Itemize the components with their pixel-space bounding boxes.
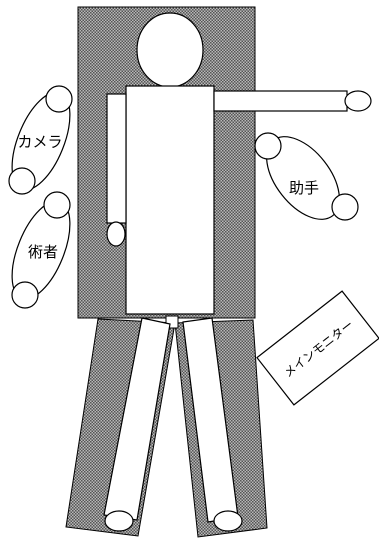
patient-left-arm xyxy=(106,93,127,224)
camera-label: カメラ xyxy=(17,133,62,151)
camera-operator-head-bottom xyxy=(8,167,36,195)
patient-torso xyxy=(125,85,215,315)
patient-left-hand xyxy=(106,221,126,247)
camera-operator: カメラ xyxy=(8,85,73,195)
patient-head xyxy=(136,12,204,88)
assistant-head-top xyxy=(254,132,282,160)
surgeon-head-bottom xyxy=(11,281,39,309)
assistant: 助手 xyxy=(254,132,359,221)
patient-right-arm xyxy=(213,90,348,112)
assistant-head-bottom xyxy=(331,193,359,221)
operator-label: 術者 xyxy=(28,243,58,261)
camera-operator-head-top xyxy=(45,85,73,113)
main-monitor: メインモニター xyxy=(256,290,379,406)
patient-right-foot xyxy=(213,510,243,532)
patient-left-leg xyxy=(103,317,171,521)
assistant-label: 助手 xyxy=(289,179,319,197)
surgeon: 術者 xyxy=(11,191,71,309)
surgeon-head-top xyxy=(43,191,71,219)
patient-left-foot xyxy=(104,510,134,532)
main-monitor-screen xyxy=(256,290,379,406)
patient-right-hand xyxy=(344,90,372,112)
